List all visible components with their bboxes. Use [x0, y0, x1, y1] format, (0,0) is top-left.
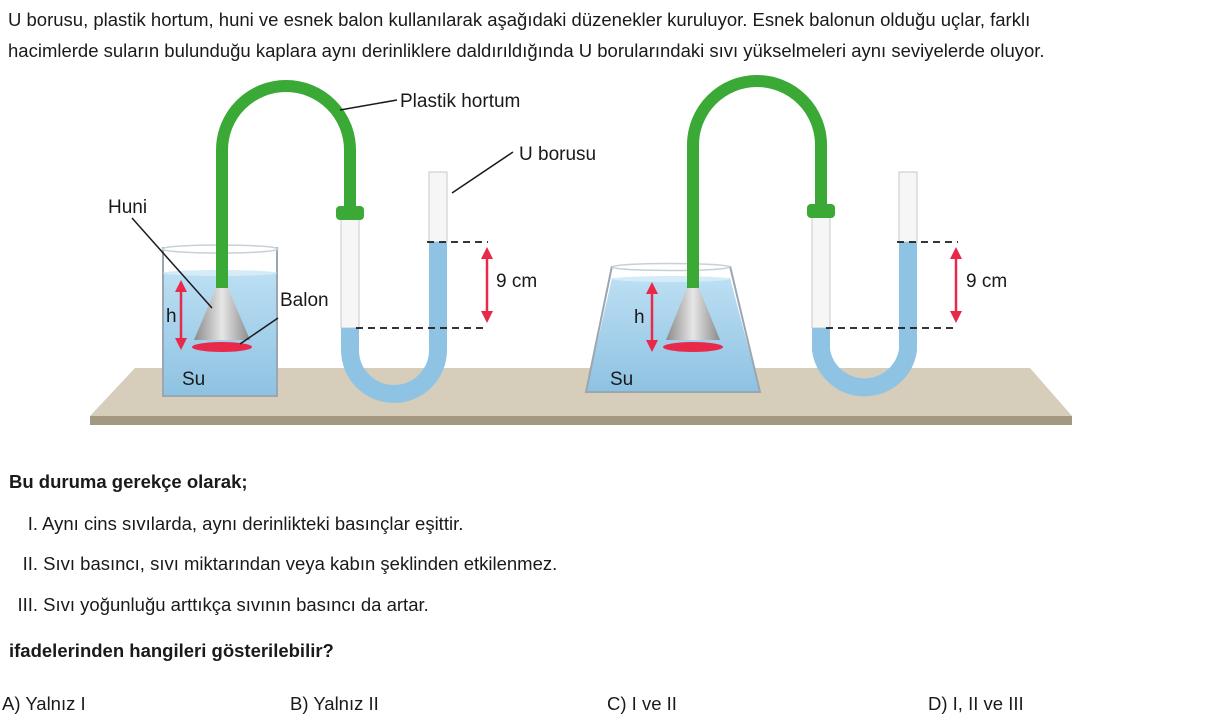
right-u-tube [807, 171, 918, 397]
left-hose [216, 80, 356, 290]
left-balloon [192, 342, 252, 352]
question-prompt: ifadelerinden hangileri gösterilebilir? [9, 640, 334, 661]
right-balloon [663, 342, 723, 352]
intro-text: U borusu, plastik hortum, huni ve esnek … [8, 4, 1208, 66]
choice-c-letter: C) [607, 693, 627, 714]
label-water-left: Su [182, 369, 205, 390]
statement-1-number: I. [27, 513, 38, 534]
right-funnel [666, 288, 720, 340]
choice-a-letter: A) [2, 693, 21, 714]
label-height-right: 9 cm [966, 271, 1007, 292]
choice-b[interactable]: B) Yalnız II [290, 693, 379, 715]
right-level-lines [826, 241, 958, 329]
right-hose [687, 75, 827, 290]
choice-a-text: Yalnız I [25, 693, 86, 714]
intro-line-1: U borusu, plastik hortum, huni ve esnek … [8, 9, 1031, 30]
left-u-tube-pointer [451, 151, 514, 194]
left-funnel-pointer [131, 217, 213, 309]
statement-3-number: III. [17, 594, 38, 615]
choice-b-text: Yalnız II [313, 693, 379, 714]
choice-a[interactable]: A) Yalnız I [2, 693, 86, 715]
statement-1: I. Aynı cins sıvılarda, aynı derinliktek… [0, 513, 464, 535]
question-lead: Bu duruma gerekçe olarak; [9, 471, 248, 492]
intro-line-2: hacimlerde suların bulunduğu kaplara ayn… [8, 40, 1045, 61]
label-depth-right: h [634, 307, 645, 328]
right-depth-arrow [646, 282, 658, 352]
statement-2: II. Sıvı basıncı, sıvı miktarından veya … [0, 553, 558, 575]
choice-d-letter: D) [928, 693, 948, 714]
choice-b-letter: B) [290, 693, 309, 714]
right-height-arrow [950, 247, 962, 323]
experiment-figure: Plastik hortum U borusu Huni Balon h Su … [90, 75, 1072, 425]
statement-2-number: II. [22, 553, 38, 574]
choice-c-text: I ve II [631, 693, 677, 714]
label-hose: Plastik hortum [400, 91, 520, 112]
choice-d-text: I, II ve III [952, 693, 1024, 714]
left-level-lines [356, 241, 488, 329]
label-balloon: Balon [280, 290, 329, 311]
left-funnel [194, 288, 250, 340]
left-balloon-pointer [239, 317, 279, 345]
label-u-tube: U borusu [519, 144, 596, 165]
label-depth-left: h [166, 306, 177, 327]
left-height-arrow [481, 247, 493, 323]
left-u-tube [336, 171, 448, 403]
left-depth-arrow [175, 280, 187, 350]
choice-d[interactable]: D) I, II ve III [928, 693, 1024, 715]
statement-3-text: Sıvı yoğunluğu arttıkça sıvının basıncı … [43, 594, 429, 615]
left-hose-pointer [339, 99, 398, 111]
label-funnel: Huni [108, 197, 147, 218]
choice-c[interactable]: C) I ve II [607, 693, 677, 715]
statement-3: III. Sıvı yoğunluğu arttıkça sıvının bas… [0, 594, 429, 616]
label-water-right: Su [610, 369, 633, 390]
statement-1-text: Aynı cins sıvılarda, aynı derinlikteki b… [42, 513, 464, 534]
label-height-left: 9 cm [496, 271, 537, 292]
statement-2-text: Sıvı basıncı, sıvı miktarından veya kabı… [43, 553, 558, 574]
